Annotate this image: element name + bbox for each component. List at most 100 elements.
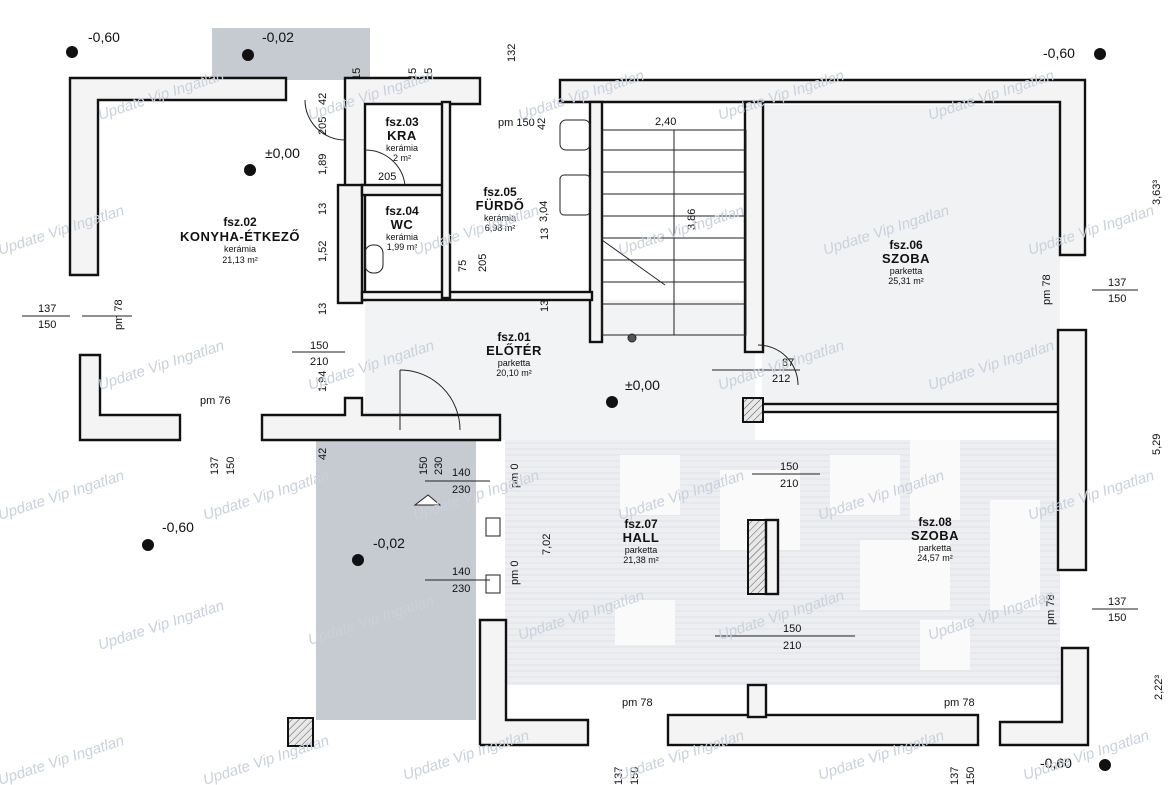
svg-text:210: 210 — [780, 478, 798, 490]
level-tl: -0,60 — [88, 29, 120, 45]
room-label-wc: fsz.04 WC kerámia 1,99 m² — [385, 204, 419, 252]
svg-text:SZOBA: SZOBA — [882, 251, 930, 266]
svg-text:21,13 m²: 21,13 m² — [222, 255, 258, 265]
svg-text:1,52: 1,52 — [317, 241, 329, 262]
svg-text:137: 137 — [38, 303, 56, 315]
svg-text:Update Vip Ingatlan: Update Vip Ingatlan — [96, 597, 226, 654]
svg-text:kerámia: kerámia — [386, 143, 418, 153]
svg-text:1,94: 1,94 — [317, 371, 329, 392]
svg-text:150: 150 — [629, 767, 641, 785]
svg-text:205: 205 — [477, 254, 489, 272]
staircase — [601, 129, 747, 343]
room-label-szoba06: fsz.06 SZOBA parketta 25,31 m² — [882, 238, 930, 286]
level-porch: -0,02 — [373, 535, 405, 551]
door-swings — [304, 99, 799, 594]
terrace-top — [212, 28, 370, 80]
svg-text:21,38 m²: 21,38 m² — [623, 555, 659, 565]
svg-text:140: 140 — [452, 566, 470, 578]
svg-text:1,89: 1,89 — [317, 154, 329, 175]
svg-text:pm 0: pm 0 — [509, 561, 521, 585]
svg-text:15: 15 — [423, 68, 435, 80]
level-marker-kitchen — [244, 164, 256, 176]
level-marker-top-terrace — [242, 49, 254, 61]
svg-text:kerámia: kerámia — [224, 244, 256, 254]
svg-text:230: 230 — [452, 484, 470, 496]
svg-text:6,98 m²: 6,98 m² — [485, 223, 516, 233]
level-marker-porch — [352, 554, 364, 566]
svg-text:parketta: parketta — [498, 358, 531, 368]
svg-text:fsz.05: fsz.05 — [483, 185, 517, 199]
svg-text:13: 13 — [539, 300, 551, 312]
svg-text:87: 87 — [782, 357, 794, 369]
svg-text:42: 42 — [536, 118, 548, 130]
dim-222: 2,22³ — [1153, 675, 1165, 700]
svg-text:KRA: KRA — [387, 128, 417, 143]
svg-text:1,99 m²: 1,99 m² — [387, 242, 418, 252]
szoba06-floor — [762, 105, 1060, 405]
svg-text:150: 150 — [418, 457, 430, 475]
svg-text:15: 15 — [407, 68, 419, 80]
svg-text:Update Vip Ingatlan: Update Vip Ingatlan — [201, 732, 331, 785]
svg-text:15: 15 — [351, 68, 363, 80]
svg-text:parketta: parketta — [890, 266, 923, 276]
svg-text:150: 150 — [1108, 612, 1126, 624]
svg-text:parketta: parketta — [919, 543, 952, 553]
svg-text:fsz.08: fsz.08 — [918, 515, 952, 529]
room-label-szoba08: fsz.08 SZOBA parketta 24,57 m² — [911, 515, 959, 563]
fraction-labels: 137 150 pm 78 210 pm 76 137 150 150 230 … — [22, 274, 1138, 785]
svg-text:75: 75 — [457, 260, 469, 272]
svg-text:pm 78: pm 78 — [113, 299, 125, 330]
svg-text:150: 150 — [783, 623, 801, 635]
level-markers — [66, 46, 1111, 771]
svg-text:230: 230 — [452, 583, 470, 595]
svg-text:Update Vip Ingatlan: Update Vip Ingatlan — [0, 467, 126, 524]
svg-text:WC: WC — [391, 217, 414, 232]
svg-text:20,10 m²: 20,10 m² — [496, 368, 532, 378]
svg-text:210: 210 — [310, 356, 328, 368]
svg-text:HALL: HALL — [623, 530, 660, 545]
room-label-hall: fsz.07 HALL parketta 21,38 m² — [623, 517, 660, 565]
svg-text:150: 150 — [1108, 293, 1126, 305]
svg-text:Update Vip Ingatlan: Update Vip Ingatlan — [401, 727, 531, 784]
dim-363: 3,63³ — [1151, 180, 1163, 205]
svg-text:137: 137 — [209, 457, 221, 475]
svg-text:140: 140 — [452, 467, 470, 479]
level-marker-tl — [66, 46, 78, 58]
svg-text:150: 150 — [38, 319, 56, 331]
svg-text:Update Vip Ingatlan: Update Vip Ingatlan — [0, 202, 126, 259]
svg-text:kerámia: kerámia — [386, 232, 418, 242]
walls — [68, 76, 1090, 747]
level-marker-left — [142, 539, 154, 551]
svg-text:150: 150 — [310, 340, 328, 352]
dimension-labels: 2,40 3,86 3,04 7,02 3,63³ 5,29 2,22³ 205… — [310, 44, 1165, 700]
svg-text:kerámia: kerámia — [484, 213, 516, 223]
svg-text:137: 137 — [1108, 596, 1126, 608]
dim-stair-len: 3,86 — [686, 209, 698, 230]
level-marker-hall — [606, 396, 618, 408]
svg-text:pm 78: pm 78 — [1041, 274, 1053, 305]
room-label-eloter: fsz.01 ELŐTÉR parketta 20,10 m² — [486, 330, 541, 378]
dim-529: 5,29 — [1151, 434, 1163, 455]
level-tr: -0,60 — [1043, 45, 1075, 61]
dim-stair-width: 2,40 — [655, 116, 676, 128]
svg-text:SZOBA: SZOBA — [911, 528, 959, 543]
level-left: -0,60 — [162, 519, 194, 535]
svg-text:137: 137 — [613, 767, 625, 785]
svg-text:150: 150 — [225, 457, 237, 475]
dim-702: 7,02 — [541, 534, 553, 555]
svg-text:205: 205 — [378, 171, 396, 183]
svg-text:24,57 m²: 24,57 m² — [917, 553, 953, 563]
svg-text:parketta: parketta — [625, 545, 658, 555]
svg-text:210: 210 — [783, 640, 801, 652]
level-br: -0,60 — [1040, 755, 1072, 771]
svg-text:Update Vip Ingatlan: Update Vip Ingatlan — [0, 732, 126, 785]
room-label-kra: fsz.03 KRA kerámia 2 m² — [385, 115, 419, 163]
svg-text:230: 230 — [433, 457, 445, 475]
svg-text:pm 78: pm 78 — [622, 697, 653, 709]
svg-text:Update Vip Ingatlan: Update Vip Ingatlan — [616, 202, 746, 259]
svg-text:fsz.07: fsz.07 — [624, 517, 658, 531]
svg-text:42: 42 — [317, 93, 329, 105]
level-marker-br — [1099, 759, 1111, 771]
svg-text:pm 78: pm 78 — [1045, 594, 1057, 625]
